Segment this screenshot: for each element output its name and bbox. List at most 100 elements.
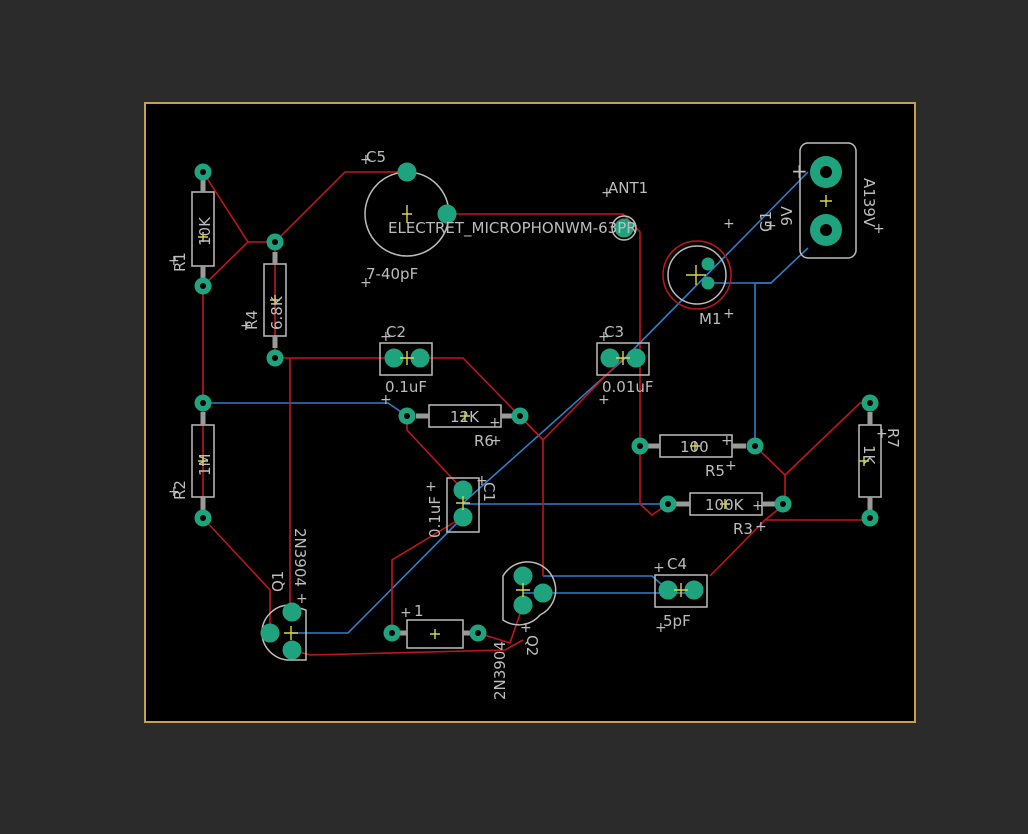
label-q2-value[interactable]: 2N3904 bbox=[491, 641, 509, 700]
plus-marker: + bbox=[752, 498, 764, 514]
plus-marker: + bbox=[721, 433, 733, 449]
label-r2[interactable]: R2 bbox=[171, 480, 189, 500]
pad[interactable] bbox=[614, 218, 634, 238]
top-trace[interactable] bbox=[477, 604, 524, 644]
label-r6-value[interactable]: 12K bbox=[450, 408, 480, 426]
pad[interactable] bbox=[453, 507, 473, 527]
origin-cross bbox=[456, 496, 470, 510]
label-g1-value[interactable]: 9V bbox=[778, 205, 796, 226]
hole bbox=[200, 283, 206, 289]
pad[interactable] bbox=[513, 566, 533, 586]
hole bbox=[867, 400, 873, 406]
plus-marker: + bbox=[360, 275, 372, 291]
plus-marker: + bbox=[240, 318, 252, 334]
bottom-trace[interactable] bbox=[754, 282, 771, 446]
bottom-trace[interactable] bbox=[292, 516, 464, 634]
label-g1[interactable]: G1 bbox=[757, 211, 775, 232]
plus-marker: + bbox=[598, 392, 610, 408]
plus-marker: + bbox=[723, 216, 735, 232]
hole bbox=[272, 239, 278, 245]
origin-cross bbox=[859, 456, 869, 466]
label-q1[interactable]: Q1 bbox=[269, 571, 287, 592]
label-q2[interactable]: Q2 bbox=[523, 635, 541, 656]
battery-g1-body[interactable] bbox=[799, 142, 857, 259]
capacitor-c3-body[interactable] bbox=[596, 342, 650, 376]
hole bbox=[637, 443, 643, 449]
top-trace[interactable] bbox=[202, 517, 271, 633]
capacitor-c4-body[interactable] bbox=[654, 574, 708, 608]
transistor-q2-body[interactable] bbox=[502, 561, 557, 626]
label-r5[interactable]: R5 bbox=[705, 462, 725, 480]
origin-cross bbox=[686, 265, 706, 285]
label-r2-value[interactable]: 1M bbox=[196, 454, 214, 477]
microphone-m1-body[interactable] bbox=[662, 240, 732, 310]
plus-marker: + bbox=[876, 426, 888, 442]
label-c4-value[interactable]: 5pF bbox=[663, 612, 691, 630]
label-c1-value[interactable]: 0.1uF bbox=[426, 496, 444, 538]
plus-markers: + + + + + + + + + + + + + + + + + + + + … bbox=[168, 152, 888, 636]
top-trace[interactable] bbox=[542, 357, 624, 441]
label-g1-part[interactable]: A139V bbox=[860, 178, 878, 228]
plus-marker: + bbox=[725, 458, 737, 474]
hole bbox=[780, 501, 786, 507]
label-c3[interactable]: C3 bbox=[604, 323, 624, 341]
label-g1-plus[interactable]: + bbox=[791, 159, 808, 183]
label-c5[interactable]: C5 bbox=[366, 148, 386, 166]
plus-marker: + bbox=[655, 620, 667, 636]
plus-marker: + bbox=[489, 415, 501, 431]
top-trace[interactable] bbox=[248, 171, 407, 243]
label-r3[interactable]: R3 bbox=[733, 520, 753, 538]
drill-holes bbox=[200, 169, 873, 636]
label-r1[interactable]: R1 bbox=[171, 252, 189, 272]
label-r6[interactable]: R6 bbox=[474, 432, 494, 450]
hole bbox=[404, 413, 410, 419]
label-mic-text[interactable]: ELECTRET_MICROPHONWM-63PR bbox=[388, 219, 637, 238]
label-ant1[interactable]: ANT1 bbox=[608, 179, 648, 197]
label-c3-value[interactable]: 0.01uF bbox=[602, 378, 654, 396]
pad[interactable] bbox=[260, 623, 280, 643]
plus-marker: + bbox=[723, 306, 735, 322]
pad[interactable] bbox=[533, 583, 553, 603]
capacitor-c2-body[interactable] bbox=[379, 342, 433, 376]
pad[interactable] bbox=[701, 257, 715, 271]
plus-marker: + bbox=[380, 392, 392, 408]
origin-cross bbox=[616, 351, 630, 365]
pad[interactable] bbox=[513, 595, 533, 615]
plus-marker: + bbox=[360, 152, 372, 168]
plus-marker: + bbox=[380, 329, 392, 345]
top-trace[interactable] bbox=[391, 516, 464, 633]
pad[interactable] bbox=[701, 276, 715, 290]
label-r1-value[interactable]: 10K bbox=[196, 216, 214, 246]
capacitor-c1-body[interactable] bbox=[446, 477, 480, 533]
plus-marker: + bbox=[425, 479, 437, 495]
label-q1-value[interactable]: 2N3904 bbox=[291, 528, 309, 587]
label-r3-value[interactable]: 100K bbox=[705, 496, 745, 514]
label-r4-value[interactable]: 6.8K bbox=[268, 295, 286, 330]
top-trace[interactable] bbox=[275, 357, 544, 576]
top-trace[interactable] bbox=[639, 446, 669, 517]
pad[interactable] bbox=[437, 204, 457, 224]
origin-cross bbox=[674, 583, 688, 597]
origin-cross bbox=[198, 232, 208, 242]
pad[interactable] bbox=[397, 162, 417, 182]
label-c5-value[interactable]: 7-40pF bbox=[366, 265, 418, 283]
pad-stubs bbox=[200, 180, 873, 636]
label-c4[interactable]: C4 bbox=[667, 555, 687, 573]
microphone-m1-inner bbox=[667, 245, 727, 305]
label-r4[interactable]: R4 bbox=[243, 310, 261, 330]
label-r7-value[interactable]: 1K bbox=[860, 445, 878, 466]
pad[interactable] bbox=[282, 602, 302, 622]
pad[interactable] bbox=[282, 640, 302, 660]
top-trace[interactable] bbox=[709, 519, 766, 577]
origin-crosses bbox=[198, 195, 869, 640]
plus-marker: + bbox=[296, 591, 308, 607]
label-c1[interactable]: C1 bbox=[480, 482, 498, 502]
label-m1[interactable]: M1 bbox=[699, 310, 722, 328]
label-l1[interactable]: 1 bbox=[414, 602, 424, 620]
label-c2[interactable]: C2 bbox=[386, 323, 406, 341]
label-c2-value[interactable]: 0.1uF bbox=[385, 378, 427, 396]
label-r7[interactable]: R7 bbox=[884, 428, 902, 448]
hole bbox=[665, 501, 671, 507]
label-r5-value[interactable]: 100 bbox=[680, 438, 709, 456]
